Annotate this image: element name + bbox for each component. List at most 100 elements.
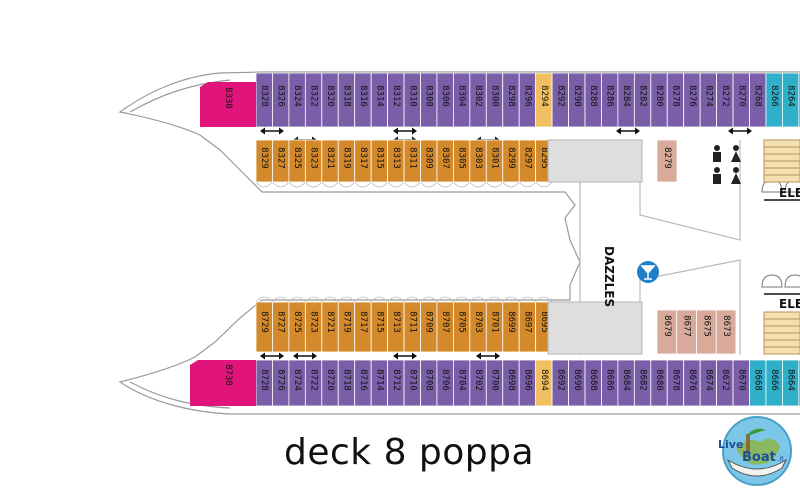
corridor-arch — [288, 296, 306, 303]
connecting-arrow-icon — [293, 352, 317, 360]
cabin-label: 8321 — [325, 147, 335, 169]
corridor-arch — [305, 296, 323, 303]
corridor-arch — [403, 296, 421, 303]
cabin-label: 8698 — [506, 369, 516, 391]
cabin-label: 8678 — [670, 369, 680, 391]
cabin-label: 8710 — [407, 369, 417, 391]
cabin-label: 8713 — [391, 311, 401, 333]
cabin-label: 8704 — [457, 369, 467, 391]
cabin-label: 8723 — [309, 311, 319, 333]
cabin-label: 8717 — [358, 311, 368, 333]
cabin-label: 8315 — [374, 147, 384, 169]
cabin-label: 8286 — [605, 85, 615, 107]
cabin-label: 8729 — [259, 311, 269, 333]
cabin-label: 8268 — [753, 85, 763, 107]
cabin-label: 8304 — [457, 85, 467, 107]
cabin-label: 8677 — [682, 315, 692, 337]
cabin-label: 8328 — [259, 85, 269, 107]
cabin-label: 8295 — [539, 147, 549, 169]
corridor-arch — [453, 181, 471, 188]
connecting-arrow-icon — [393, 352, 417, 360]
cabin-label: 8314 — [374, 85, 384, 107]
cabin-label: 8674 — [703, 369, 713, 391]
cabin-label: 8724 — [292, 369, 302, 391]
cabin-label: 8670 — [736, 369, 746, 391]
connecting-arrow-icon — [616, 127, 640, 135]
cabin-label: 8319 — [341, 147, 351, 169]
cabin-label: 8264 — [786, 85, 796, 107]
cabin-label: 8726 — [276, 369, 286, 391]
corridor-arch — [420, 296, 438, 303]
cabin-label: 8700 — [490, 369, 500, 391]
corridor-arch — [453, 296, 471, 303]
cabin-label: 8310 — [407, 85, 417, 107]
corridor-arch — [337, 181, 356, 188]
cabin-label: 8299 — [506, 147, 516, 169]
service-area-top — [547, 139, 643, 183]
elevator-label-bottom: ELE — [779, 297, 800, 311]
cabin-label: 8718 — [341, 369, 351, 391]
deck-caption: deck 8 poppa — [284, 432, 535, 473]
corridor-arch — [485, 181, 504, 188]
cabin-label: 8707 — [440, 311, 450, 333]
svg-text:Boat: Boat — [742, 450, 776, 465]
cabin-label: 8695 — [539, 311, 549, 333]
cabin-label: 8711 — [407, 311, 417, 333]
cabin-label: 8721 — [325, 311, 335, 333]
cabin-label: 8308 — [424, 85, 434, 107]
cabin-label: 8666 — [769, 369, 779, 391]
cabin-label: 8697 — [522, 311, 532, 333]
cabin-label: 8692 — [555, 369, 565, 391]
cabin-label: 8306 — [440, 85, 450, 107]
cabin-label: 8288 — [588, 85, 598, 107]
stairs-icon — [763, 139, 800, 355]
cabin-label: 8706 — [440, 369, 450, 391]
suite-cabin — [190, 360, 256, 406]
cabin-label: 8672 — [720, 369, 730, 391]
corridor-arch — [436, 181, 454, 188]
corridor-arch — [272, 296, 290, 303]
svg-text:.it: .it — [777, 455, 784, 463]
cabin-label: 8272 — [720, 85, 730, 107]
cabin-label: 8300 — [490, 85, 500, 107]
cabin-label: 8694 — [539, 369, 549, 391]
cabin-label: 8301 — [490, 147, 500, 169]
cabin-label: 8327 — [276, 147, 286, 169]
cabin-label: 8266 — [769, 85, 779, 107]
cabin-label: 8720 — [325, 369, 335, 391]
cabin-label: 8668 — [753, 369, 763, 391]
cabin-label: 8274 — [703, 85, 713, 107]
cabin-label: 8705 — [457, 311, 467, 333]
cabin-label: 8312 — [391, 85, 401, 107]
cabin-label: 8290 — [572, 85, 582, 107]
corridor-arch — [420, 181, 438, 188]
corridor-arch — [469, 296, 487, 303]
corridor-arch — [436, 296, 454, 303]
cabin-label: 8688 — [588, 369, 598, 391]
connecting-arrow-icon — [476, 352, 500, 360]
cabin-cell — [798, 359, 800, 407]
cocktail-glass — [640, 265, 656, 280]
corridor-arch — [502, 181, 520, 188]
cabin-cell — [715, 309, 737, 355]
cabin-label: 8318 — [341, 85, 351, 107]
cabin-label: 8715 — [374, 311, 384, 333]
cabin-label: 8303 — [473, 147, 483, 169]
cabin-label: 8699 — [506, 311, 516, 333]
cabin-label: 8722 — [309, 369, 319, 391]
connecting-arrow-icon — [393, 127, 417, 135]
suite-cabin — [200, 82, 256, 127]
corridor-arch — [387, 296, 405, 303]
cabin-label: 8709 — [424, 311, 434, 333]
cabin-cell — [656, 139, 678, 183]
restroom-icon — [713, 145, 741, 184]
cabin-label: 8296 — [522, 85, 532, 107]
cabin-label: 8309 — [424, 147, 434, 169]
cabin-label: 8679 — [662, 315, 672, 337]
svg-text:Live: Live — [718, 438, 743, 451]
cabin-label: 8279 — [662, 147, 672, 169]
cabin-label: 8719 — [341, 311, 351, 333]
connecting-arrow-icon — [260, 127, 284, 135]
cabin-label: 8680 — [654, 369, 664, 391]
cabin-cell — [798, 72, 800, 128]
